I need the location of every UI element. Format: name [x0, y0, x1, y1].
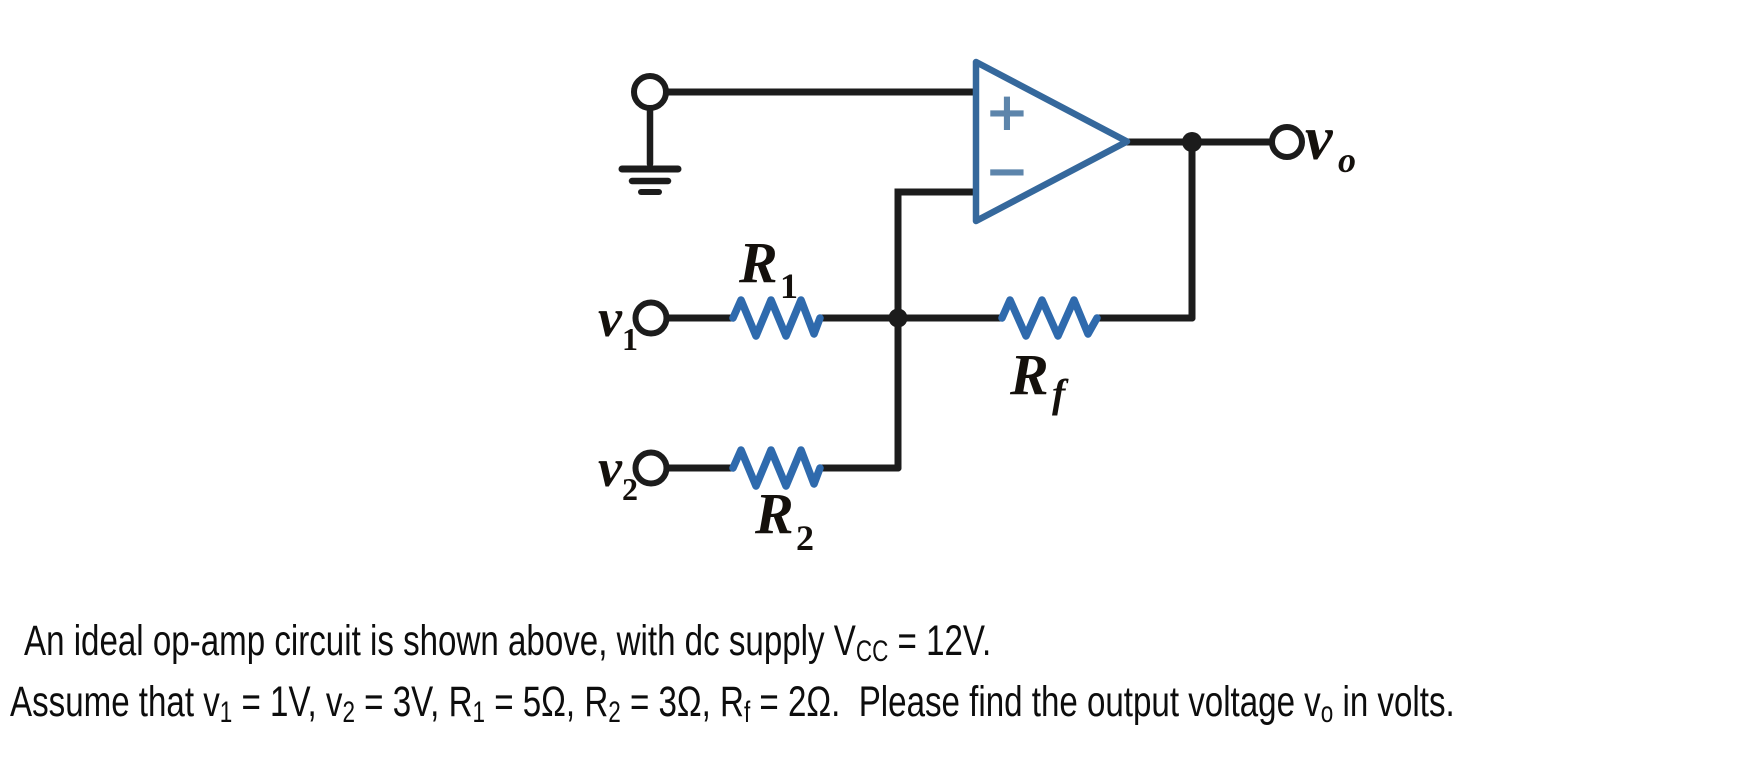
resistor-r2-icon: [729, 446, 824, 490]
v1-terminal-circle: [632, 299, 670, 337]
resistor-r1-icon: [729, 296, 824, 340]
problem-statement-line-2: Assume that v1 = 1V, v2 = 3V, R1 = 5Ω, R…: [10, 678, 1455, 729]
r1-label: R: [738, 230, 778, 295]
v2-terminal-circle: [632, 449, 670, 487]
opamp-minus-icon: −: [986, 142, 1028, 200]
inverting-input-wire: [894, 188, 980, 472]
vo-label-subscript: o: [1338, 140, 1356, 180]
r1-label-subscript: 1: [780, 266, 798, 306]
r2-label: R: [754, 481, 794, 546]
opamp-triangle-icon: [972, 58, 1131, 225]
opamp-plus-icon: +: [986, 83, 1028, 141]
ground-terminal-circle: [631, 73, 669, 111]
rf-label-subscript: f: [1052, 371, 1069, 416]
v1-label-subscript: 1: [622, 321, 638, 357]
vo-label: v: [1305, 105, 1334, 173]
r2-label-subscript: 2: [796, 518, 814, 558]
v1-label: v: [598, 288, 623, 348]
v2-label: v: [598, 438, 623, 498]
problem-statement-line-1: An ideal op-amp circuit is shown above, …: [24, 617, 992, 668]
v2-label-subscript: 2: [622, 471, 638, 507]
output-node-dot: [1182, 132, 1202, 152]
component-labels: R 1 R 2 R f v 1 v 2 v o: [598, 105, 1356, 558]
summing-node-dot: [888, 308, 908, 328]
rf-label: R: [1009, 342, 1049, 407]
wires: [618, 88, 1276, 472]
resistor-rf-icon: [998, 296, 1101, 340]
vo-terminal-circle: [1269, 124, 1305, 160]
